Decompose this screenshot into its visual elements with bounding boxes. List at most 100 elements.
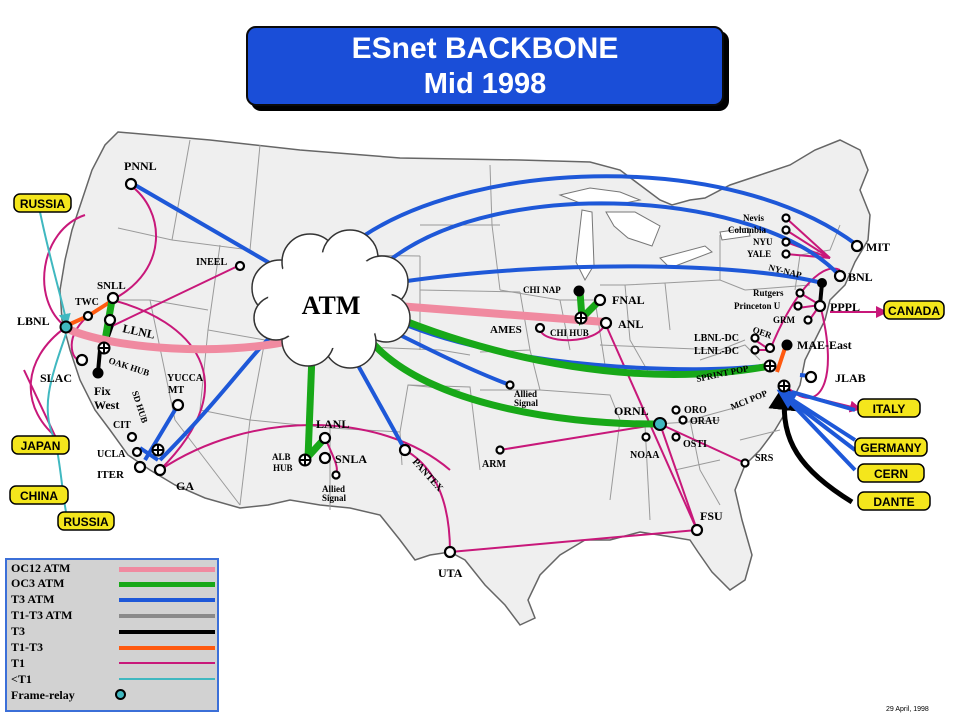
atm-cloud — [251, 229, 411, 369]
label-alliedmw-2: Signal — [514, 398, 539, 408]
hub-sd — [151, 443, 165, 457]
node-ga — [153, 463, 167, 477]
label-arm: ARM — [482, 459, 506, 470]
node-srs — [740, 458, 750, 468]
node-bnl — [833, 269, 847, 283]
node-lbnl — [59, 320, 73, 334]
node-mit — [850, 239, 864, 253]
label-anl: ANL — [618, 317, 643, 331]
label-ga: GA — [176, 479, 194, 493]
label-fsu: FSU — [700, 509, 723, 523]
node-ineel — [234, 260, 246, 272]
legend-label-t1: T1 — [11, 656, 26, 670]
t1-links — [23, 184, 888, 553]
label-columbia: Columbia — [728, 225, 767, 235]
node-ames — [534, 322, 546, 334]
label-yale: YALE — [747, 249, 771, 259]
label-mit: MIT — [866, 240, 890, 254]
label-ornl: ORNL — [614, 404, 649, 418]
node-orau — [678, 415, 688, 425]
tag-russia-bottom: RUSSIA — [63, 515, 109, 529]
label-nevis: Nevis — [743, 213, 764, 223]
node-snll — [106, 291, 120, 305]
legend-label-t3atm: T3 ATM — [11, 592, 55, 606]
label-ucla: UCLA — [97, 449, 126, 460]
tag-dante: DANTE — [873, 495, 914, 509]
node-yale — [781, 249, 791, 259]
label-princeton: Princeton U — [734, 301, 781, 311]
label-rutgers: Rutgers — [753, 288, 784, 298]
lt1-links — [39, 211, 71, 513]
label-iter: ITER — [97, 469, 125, 481]
node-princeton — [793, 301, 803, 311]
label-fnal: FNAL — [612, 293, 645, 307]
label-pnnl: PNNL — [124, 159, 157, 173]
label-yucca-2: MT — [168, 385, 184, 396]
label-yucca-1: YUCCA — [167, 373, 204, 384]
label-oro: ORO — [684, 405, 707, 416]
node-allied-sw — [331, 470, 341, 480]
node-ornl — [653, 417, 667, 431]
tag-china: CHINA — [20, 489, 58, 503]
legend: OC12 ATM OC3 ATM T3 ATM T1-T3 ATM T3 T1-… — [5, 558, 219, 712]
label-osti: OSTI — [683, 439, 707, 450]
tag-germany: GERMANY — [860, 441, 921, 455]
international-tags[interactable]: RUSSIA JAPAN CHINA RUSSIA CANADA ITALY G… — [9, 193, 945, 531]
site-nodes[interactable] — [75, 177, 864, 559]
label-alliedmw-1: Allied — [514, 389, 537, 399]
legend-label-oc12: OC12 ATM — [11, 561, 71, 575]
legend-swatch-t3atm — [119, 598, 215, 602]
node-fsu — [690, 523, 704, 537]
label-chihub: CHI HUB — [550, 328, 589, 338]
hub-nodes — [97, 311, 791, 467]
legend-swatch-t1t3atm — [119, 614, 215, 618]
node-osti — [671, 432, 681, 442]
legend-swatch-oc3 — [119, 582, 215, 587]
node-nynap — [817, 278, 827, 288]
date-stamp: 29 April, 1998 — [886, 706, 929, 713]
node-llnl — [103, 313, 117, 327]
node-fnal — [593, 293, 607, 307]
node-arm — [495, 445, 505, 455]
label-llnl-dc: LLNL-DC — [694, 346, 739, 357]
node-iter — [133, 460, 147, 474]
label-albhub-1: ALB — [272, 452, 291, 462]
node-nyu — [781, 237, 791, 247]
legend-swatch-frame — [115, 689, 126, 700]
node-uta — [443, 545, 457, 559]
us-landmass — [59, 131, 871, 626]
legend-swatch-oc12 — [119, 567, 215, 572]
label-alliedsw-2: Signal — [322, 493, 347, 503]
legend-swatch-lt1 — [119, 678, 215, 680]
label-maeeast: MAE-East — [797, 338, 852, 352]
label-uta: UTA — [438, 566, 463, 580]
node-pnnl — [124, 177, 138, 191]
node-llnl-dc — [750, 345, 760, 355]
label-ames: AMES — [490, 324, 522, 336]
node-columbia — [781, 225, 791, 235]
node-chinap — [573, 285, 585, 297]
label-noaa: NOAA — [630, 450, 660, 461]
label-snll: SNLL — [97, 280, 126, 292]
node-fixwest — [92, 367, 104, 379]
hub-oak — [97, 341, 111, 355]
node-oro — [671, 405, 681, 415]
legend-swatch-t1t3 — [119, 646, 215, 650]
legend-label-frame: Frame-relay — [11, 688, 75, 702]
legend-label-lt1: <T1 — [11, 672, 32, 686]
label-pppl: PPPL — [830, 300, 860, 314]
node-lanl — [318, 431, 332, 445]
oc12-atm-links — [68, 301, 606, 354]
tag-italy: ITALY — [873, 402, 906, 416]
legend-swatch-t3 — [119, 630, 215, 634]
hub-chi — [574, 311, 588, 325]
node-pppl — [813, 299, 827, 313]
title-box: ESnet BACKBONE Mid 1998 — [246, 26, 724, 106]
node-maeeast — [781, 339, 793, 351]
legend-label-t1t3: T1-T3 — [11, 640, 44, 654]
node-lbnl-dc — [750, 333, 760, 343]
tag-canada: CANADA — [888, 304, 940, 318]
node-nevis — [781, 213, 791, 223]
label-lbnl-dc: LBNL-DC — [694, 333, 739, 344]
